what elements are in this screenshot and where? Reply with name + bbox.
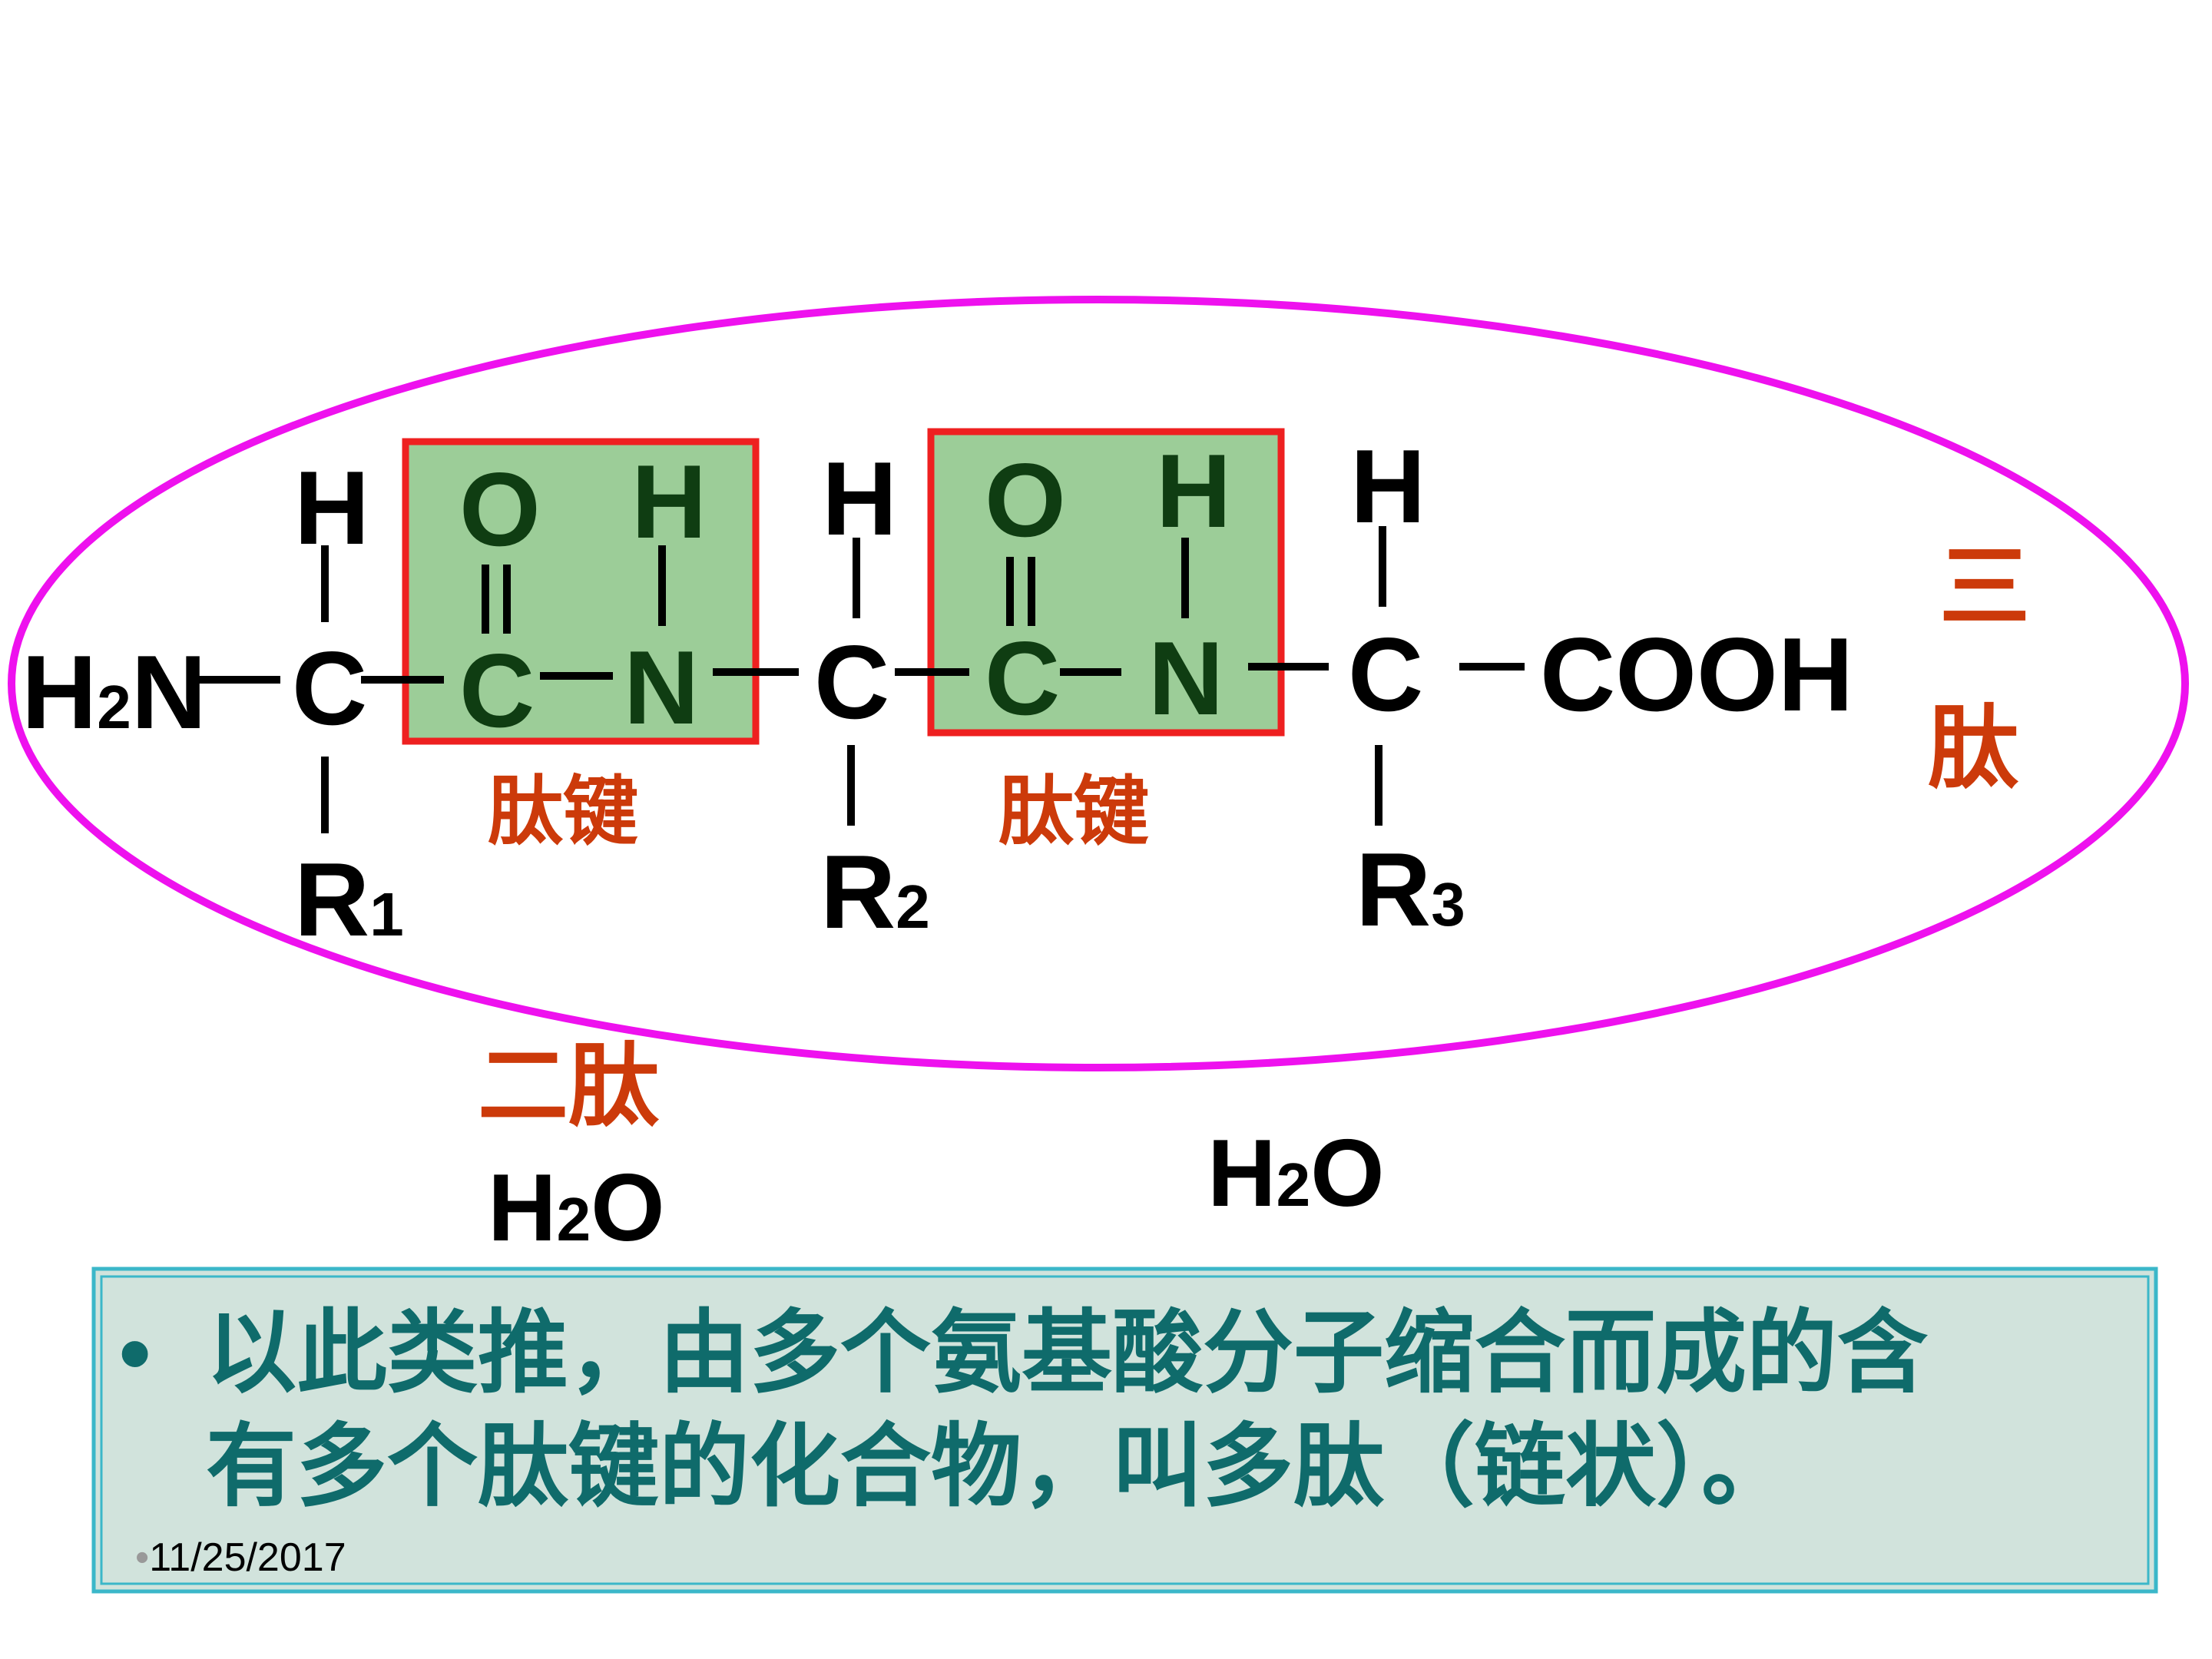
peptide-bond-box-1	[402, 438, 760, 745]
tripeptide-label-bottom: 肽	[1928, 698, 2019, 800]
atom-c4: C	[985, 620, 1060, 737]
atom-o2: O	[985, 442, 1066, 558]
atom-h4: H	[1156, 432, 1231, 549]
peptide-bond-label-1: 肽键	[488, 769, 638, 853]
date-footer: •11/25/2017	[135, 1535, 346, 1580]
water-1: H2O	[488, 1155, 665, 1261]
atom-c2: C	[459, 632, 535, 749]
note-line-1: 以此类推，由多个氨基酸分子缩合而成的含	[206, 1303, 1928, 1404]
residue-r3: R3	[1356, 831, 1465, 948]
atom-h2: H	[631, 443, 707, 560]
dipeptide-label: 二肽	[478, 1036, 660, 1137]
peptide-bond-label-2: 肽键	[998, 769, 1149, 853]
atom-c3: C	[814, 624, 889, 740]
residue-r2: R2	[820, 833, 930, 950]
residue-r1: R1	[294, 841, 404, 958]
peptide-bond-box-2	[927, 428, 1285, 737]
note-bullet: •	[119, 1303, 151, 1404]
atom-n2: N	[1148, 620, 1224, 737]
atom-n1: N	[624, 629, 699, 746]
bond-lines	[188, 526, 1525, 833]
note-box-inner-border	[100, 1275, 2150, 1585]
atom-h5: H	[1350, 428, 1426, 545]
atom-c1: C	[292, 630, 367, 747]
atom-c5: C	[1348, 616, 1423, 733]
note-line-2: 有多个肽键的化合物，叫多肽（链状）。	[206, 1416, 1792, 1518]
note-box	[91, 1267, 2158, 1594]
amino-group: H2N	[22, 634, 207, 750]
carboxyl-group: COOH	[1540, 616, 1853, 733]
atom-h3: H	[822, 440, 897, 557]
atom-h1: H	[294, 449, 369, 566]
tripeptide-label-top: 三	[1939, 537, 2030, 638]
atom-o1: O	[459, 451, 541, 568]
water-2: H2O	[1207, 1121, 1385, 1227]
tripeptide-ellipse	[8, 296, 2189, 1071]
